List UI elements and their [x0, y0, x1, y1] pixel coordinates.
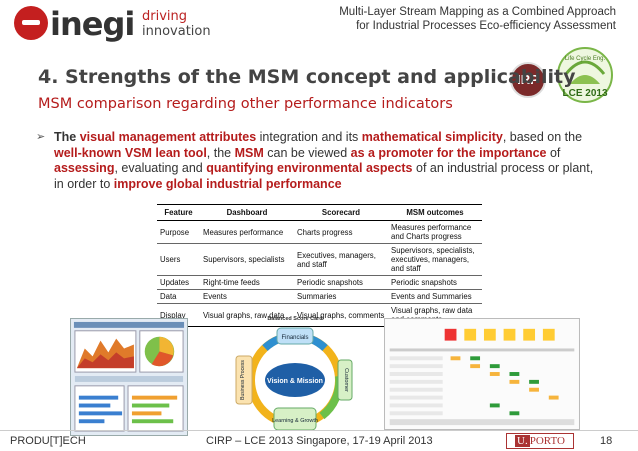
- balanced-scorecard-diagram: Balanced Score Card Financials Customer …: [235, 316, 353, 431]
- bsc-learning-growth: Learning & Growth: [272, 418, 318, 424]
- logo-tagline-line2: innovation: [142, 24, 211, 39]
- lce-label: LCE 2013: [562, 88, 607, 99]
- bsc-title: Balanced Score Card: [267, 316, 322, 322]
- bullet-text-part: of: [546, 145, 561, 160]
- bsc-business-process: Business Process: [240, 360, 246, 400]
- table-cell: Purpose: [157, 220, 200, 244]
- logo-word: inegi: [50, 5, 135, 43]
- logo-tagline-line1: driving: [142, 9, 188, 24]
- inegi-logo: inegi driving innovation: [14, 4, 234, 44]
- table-cell: Supervisors, specialists, executives, ma…: [388, 243, 482, 276]
- bullet-text-part: , the: [206, 145, 235, 160]
- table-header-cell: Scorecard: [294, 204, 388, 221]
- bullet-highlight: visual management attributes: [79, 130, 257, 144]
- bullet-point: ➢ The visual management attributes integ…: [36, 130, 596, 192]
- slide-subtitle: MSM comparison regarding other performan…: [38, 96, 453, 112]
- table-cell: Visual graphs, comments: [294, 303, 388, 327]
- bullet-text: The visual management attributes integra…: [54, 130, 596, 192]
- bullet-text-part: integration and its: [256, 130, 362, 144]
- bullet-highlight: well-known VSM lean tool: [54, 145, 207, 160]
- table-cell: Updates: [157, 275, 200, 290]
- lce-2013-logo: Life Cycle Eng. LCE 2013: [557, 47, 613, 103]
- bullet-highlight: quantifying environmental aspects: [206, 161, 413, 175]
- bullet-highlight: assessing: [54, 161, 115, 175]
- bullet-text-part: can be viewed: [263, 145, 351, 160]
- slide-footer: PRODU[T]ECH CIRP – LCE 2013 Singapore, 1…: [0, 430, 638, 451]
- table-cell: Events: [200, 289, 294, 304]
- logo-tagline: driving innovation: [142, 9, 211, 39]
- bsc-customer: Customer: [343, 368, 349, 392]
- presentation-title-line1: Multi-Layer Stream Mapping as a Combined…: [339, 6, 616, 18]
- uporto-logo-u: U.: [515, 435, 530, 447]
- table-cell: Users: [157, 243, 200, 276]
- bsc-financials: Financials: [281, 335, 308, 341]
- table-row: Users Supervisors, specialists Executive…: [157, 243, 482, 276]
- presentation-title-line2: for Industrial Processes Eco-efficiency …: [356, 20, 616, 32]
- lce-top-text: Life Cycle Eng.: [565, 56, 606, 62]
- comparison-table: Feature Dashboard Scorecard MSM outcomes…: [157, 204, 482, 327]
- uporto-logo-rest: PORTO: [529, 435, 565, 447]
- table-cell: Measures performance and Charts progress: [388, 220, 482, 244]
- arrow-bullet-icon: ➢: [36, 131, 46, 143]
- table-cell: Right-time feeds: [200, 275, 294, 290]
- bullet-text-part: of an industrial process or plant, in or…: [54, 161, 594, 191]
- table-cell: Events and Summaries: [388, 289, 482, 304]
- footer-conference: CIRP – LCE 2013 Singapore, 17-19 April 2…: [206, 435, 433, 447]
- table-header-row: Feature Dashboard Scorecard MSM outcomes: [157, 204, 482, 221]
- table-cell: Measures performance: [200, 220, 294, 244]
- table-cell: Periodic snapshots: [294, 275, 388, 290]
- presentation-title: Multi-Layer Stream Mapping as a Combined…: [286, 5, 616, 33]
- table-row: Updates Right-time feeds Periodic snapsh…: [157, 275, 482, 290]
- footer-project: PRODU[T]ECH: [10, 435, 86, 447]
- table-header-cell: Dashboard: [200, 204, 294, 221]
- bullet-text-part: The: [54, 130, 80, 144]
- dashboard-screenshot: [70, 318, 188, 436]
- table-cell: Charts progress: [294, 220, 388, 244]
- bullet-highlight: MSM: [234, 145, 264, 160]
- table-cell: Executives, managers, and staff: [294, 243, 388, 276]
- bsc-vision-mission: Vision & Mission: [267, 378, 323, 385]
- table-cell: Summaries: [294, 289, 388, 304]
- table-row: Purpose Measures performance Charts prog…: [157, 220, 482, 244]
- bullet-text-part: , based on the: [502, 130, 583, 144]
- table-header-cell: Feature: [157, 204, 200, 221]
- table-cell: Supervisors, specialists: [200, 243, 294, 276]
- irp-logo: IRP: [510, 62, 546, 98]
- msm-worksheet-screenshot: [384, 318, 580, 430]
- bullet-text-part: , evaluating and: [114, 161, 207, 175]
- page-number: 18: [600, 435, 613, 447]
- table-cell: Periodic snapshots: [388, 275, 482, 290]
- table-cell: Visual graphs, raw data: [200, 303, 294, 327]
- table-header-cell: MSM outcomes: [388, 204, 482, 221]
- bullet-highlight: mathematical simplicity: [361, 130, 503, 144]
- table-row: Data Events Summaries Events and Summari…: [157, 289, 482, 304]
- uporto-logo: U.PORTO: [506, 433, 574, 449]
- bullet-highlight: as a promoter for the importance: [350, 145, 547, 160]
- inegi-logo-mark-icon: [14, 6, 48, 40]
- slide-header: inegi driving innovation Multi-Layer Str…: [0, 0, 638, 56]
- slide-title: 4. Strengths of the MSM concept and appl…: [38, 66, 576, 88]
- table-cell: Data: [157, 289, 200, 304]
- bullet-highlight: improve global industrial performance: [113, 176, 342, 191]
